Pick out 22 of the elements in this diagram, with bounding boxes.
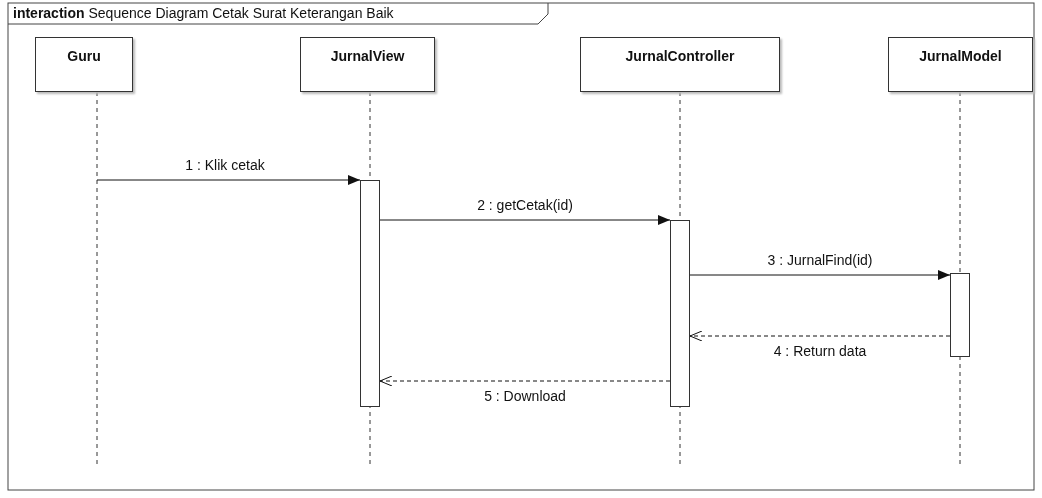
message-label: 5 : Download	[484, 388, 566, 404]
message-label: 1 : Klik cetak	[185, 157, 265, 173]
return-message-arrow	[689, 330, 951, 342]
participant-name: JurnalView	[330, 48, 405, 64]
frame-title: interaction Sequence Diagram Cetak Surat Keterangan Baik	[13, 5, 394, 21]
participant-name: JurnalModel	[919, 48, 1002, 64]
activation-bar	[670, 220, 690, 407]
lifeline-head-box	[300, 37, 435, 92]
activation-bar	[360, 180, 380, 407]
lifeline-head-box	[888, 37, 1033, 92]
return-message-arrow	[379, 375, 671, 387]
lifeline-head-box	[35, 37, 133, 92]
message-label: 2 : getCetak(id)	[477, 197, 573, 213]
lifeline-head-box	[580, 37, 780, 92]
message-arrow	[96, 175, 361, 185]
activation-bar	[950, 273, 970, 357]
participant-name: JurnalController	[625, 48, 735, 64]
participant-name: Guru	[67, 48, 101, 64]
message-arrow	[689, 270, 951, 280]
message-arrow	[379, 215, 671, 225]
message-label: 4 : Return data	[773, 343, 867, 359]
message-label: 3 : JurnalFind(id)	[767, 252, 873, 268]
